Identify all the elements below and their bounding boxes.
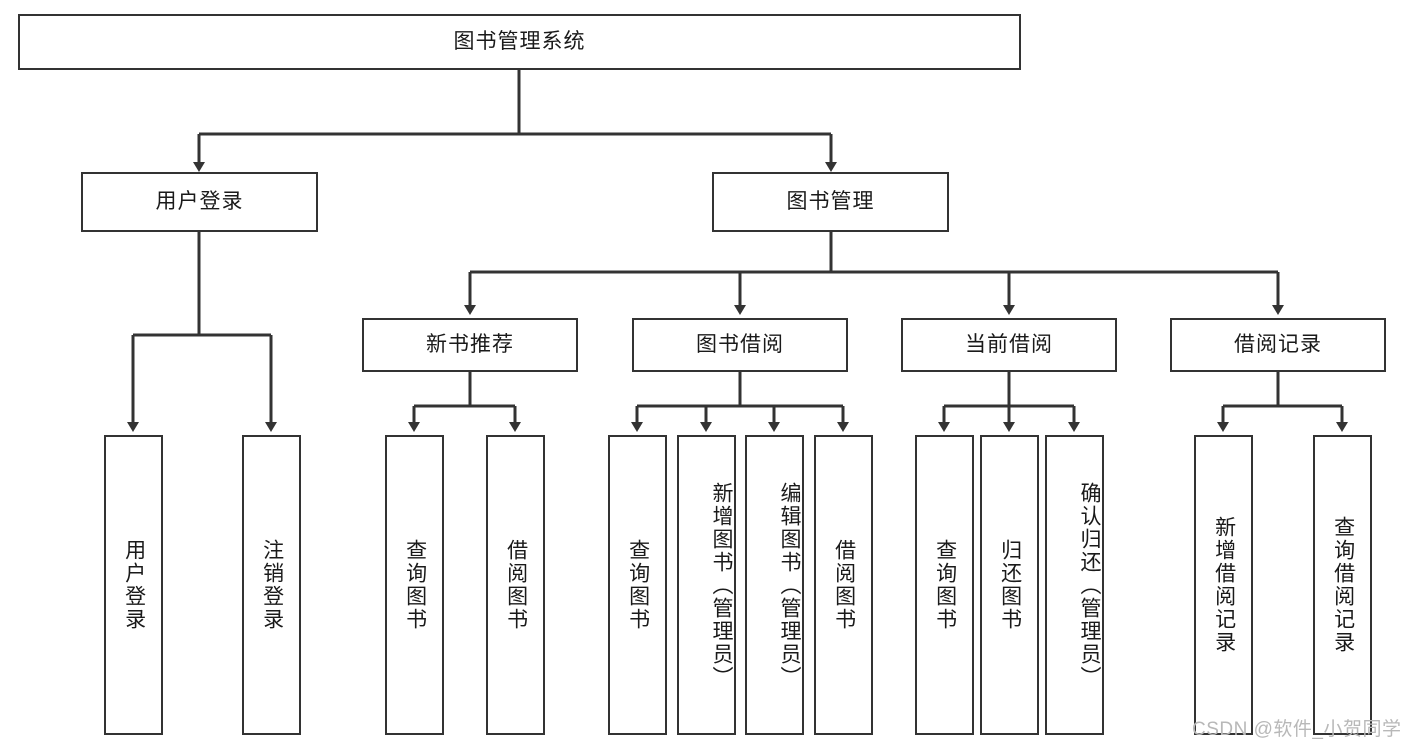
leaf-recommend-query-book[interactable]: 查询图书 [385, 435, 444, 735]
leaf-recommend-borrow-book[interactable]: 借阅图书 [486, 435, 545, 735]
leaf-borrow-add-book-admin[interactable]: 新增图书（管理员） [677, 435, 736, 735]
leaf-borrow-query-book[interactable]: 查询图书 [608, 435, 667, 735]
node-borrow-record[interactable]: 借阅记录 [1170, 318, 1386, 372]
node-new-book-recommend[interactable]: 新书推荐 [362, 318, 578, 372]
leaf-record-add-record[interactable]: 新增借阅记录 [1194, 435, 1253, 735]
node-book-management[interactable]: 图书管理 [712, 172, 949, 232]
leaf-record-query-record[interactable]: 查询借阅记录 [1313, 435, 1372, 735]
leaf-current-return-book[interactable]: 归还图书 [980, 435, 1039, 735]
leaf-current-query-book[interactable]: 查询图书 [915, 435, 974, 735]
leaf-user-login-signout[interactable]: 注销登录 [242, 435, 301, 735]
leaf-current-confirm-return-admin[interactable]: 确认归还（管理员） [1045, 435, 1104, 735]
leaf-borrow-edit-book-admin[interactable]: 编辑图书（管理员） [745, 435, 804, 735]
leaf-user-login-signin[interactable]: 用户登录 [104, 435, 163, 735]
leaf-borrow-borrow-book[interactable]: 借阅图书 [814, 435, 873, 735]
csdn-watermark: CSDN @软件_小贺同学 [1192, 719, 1402, 740]
node-root-system[interactable]: 图书管理系统 [18, 14, 1021, 70]
node-user-login[interactable]: 用户登录 [81, 172, 318, 232]
node-current-borrow[interactable]: 当前借阅 [901, 318, 1117, 372]
node-book-borrow[interactable]: 图书借阅 [632, 318, 848, 372]
